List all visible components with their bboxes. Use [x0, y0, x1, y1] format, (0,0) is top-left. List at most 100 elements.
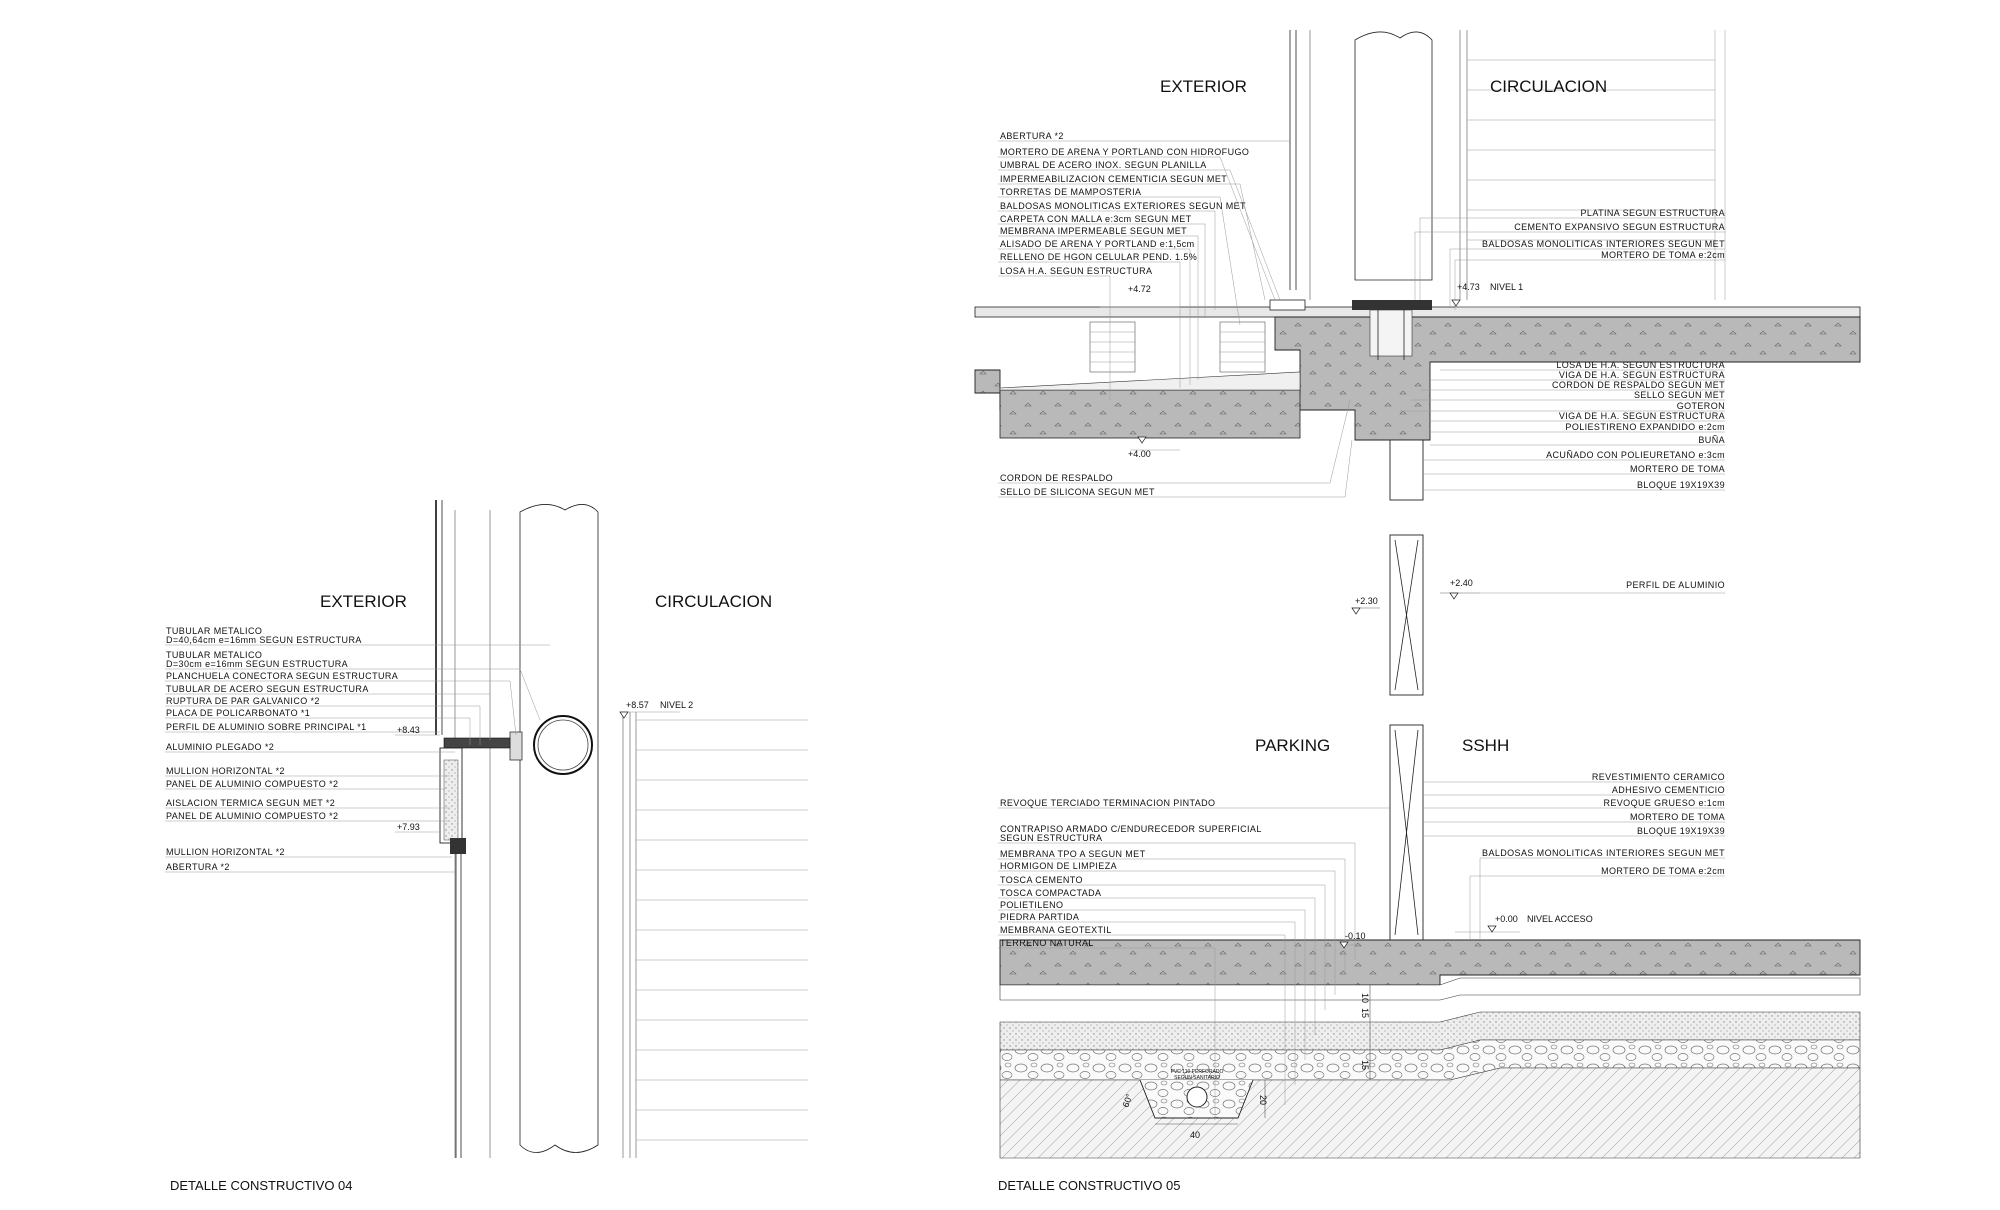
label: PIEDRA PARTIDA [1000, 912, 1079, 922]
steel-tube-column [1354, 31, 1433, 281]
label: MEMBRANA IMPERMEABLE SEGUN MET [1000, 226, 1187, 236]
label: ALISADO DE ARENA Y PORTLAND e:1,5cm [1000, 239, 1195, 249]
level-marker-icon [619, 711, 629, 719]
label: BALDOSAS MONOLITICAS EXTERIORES SEGUN ME… [1000, 201, 1246, 211]
label: BLOQUE 19X19X39 [1637, 826, 1725, 836]
label: TUBULAR METALICO [166, 650, 262, 660]
label: VIGA DE H.A. SEGUN ESTRUCTURA [1559, 411, 1725, 421]
label: MEMBRANA GEOTEXTIL [1000, 925, 1112, 935]
label: BALDOSAS MONOLITICAS INTERIORES SEGUN ME… [1482, 239, 1725, 249]
label: MULLION HORIZONTAL *2 [166, 847, 285, 857]
caption: DETALLE CONSTRUCTIVO 04 [170, 1178, 353, 1193]
label: MORTERO DE TOMA e:2cm [1601, 250, 1725, 260]
label: TORRETAS DE MAMPOSTERIA [1000, 187, 1141, 197]
label: CARPETA CON MALLA e:3cm SEGUN MET [1000, 214, 1192, 224]
label: MEMBRANA TPO A SEGUN MET [1000, 849, 1146, 859]
label: REVESTIMIENTO CERAMICO [1592, 772, 1725, 782]
label: MORTERO DE TOMA e:2cm [1601, 866, 1725, 876]
label: PANEL DE ALUMINIO COMPUESTO *2 [166, 811, 338, 821]
exterior-slab [999, 389, 1301, 439]
level-mark: +0.00 [1495, 914, 1518, 924]
sshh-title: SSHH [1462, 736, 1509, 755]
label: TOSCA CEMENTO [1000, 875, 1083, 885]
block-wall-lower [1389, 724, 1424, 941]
steel-tube-column [519, 504, 599, 1153]
level-name: NIVEL 1 [1490, 282, 1523, 292]
label: SELLO DE SILICONA SEGUN MET [1000, 487, 1155, 497]
connector-plate [509, 731, 523, 761]
level-marker-icon [1451, 299, 1461, 307]
label: PERFIL DE ALUMINIO SOBRE PRINCIPAL *1 [166, 722, 367, 732]
leader-lines [165, 644, 680, 873]
stair-lines [1467, 30, 1726, 300]
exterior-title: EXTERIOR [1160, 77, 1247, 96]
level-name: NIVEL ACCESO [1527, 914, 1593, 924]
level-mark: +8.57 [626, 700, 649, 710]
label: LOSA H.A. SEGUN ESTRUCTURA [1000, 266, 1152, 276]
label: MORTERO DE ARENA Y PORTLAND CON HIDROFUG… [1000, 147, 1249, 157]
dimension: 15 [1360, 1008, 1370, 1018]
exterior-title: EXTERIOR [320, 592, 407, 611]
label: VIGA DE H.A. SEGUN ESTRUCTURA [1559, 370, 1725, 380]
label: HORMIGON DE LIMPIEZA [1000, 861, 1117, 871]
stair-lines [636, 719, 808, 1141]
label: AISLACION TERMICA SEGUN MET *2 [166, 798, 335, 808]
level-marker-icon [1487, 925, 1497, 933]
label: REVOQUE GRUESO e:1cm [1603, 798, 1725, 808]
dimension: 10 [1360, 993, 1370, 1003]
threshold [1269, 299, 1306, 311]
label: BUÑA [1698, 435, 1725, 445]
label: D=30cm e=16mm SEGUN ESTRUCTURA [166, 659, 348, 669]
leader-lines [998, 140, 1725, 1120]
level-mark: -0.10 [1345, 931, 1366, 941]
label: GOTERON [1677, 401, 1725, 411]
level-marker-icon [1449, 592, 1459, 600]
label: RUPTURA DE PAR GALVANICO *2 [166, 696, 320, 706]
label: PERFIL DE ALUMINIO [1626, 580, 1725, 590]
label: TUBULAR METALICO [166, 626, 262, 636]
level-marker-icon [1137, 436, 1147, 444]
dimension: 40 [1190, 1130, 1200, 1140]
label: RELLENO DE HGON CELULAR PEND. 1.5% [1000, 252, 1197, 262]
label: ACUÑADO CON POLIEURETANO e:3cm [1546, 450, 1725, 460]
label: SELLO SEGUN MET [1634, 390, 1725, 400]
label: CORDON DE RESPALDO SEGUN MET [1552, 380, 1725, 390]
parking-title: PARKING [1255, 736, 1330, 755]
detail-05: EXTERIOR CIRCULACION PARKING SSHH ABERTU… [974, 30, 1861, 1193]
label: PLACA DE POLICARBONATO *1 [166, 708, 310, 718]
label: REVOQUE TERCIADO TERMINACION PINTADO [1000, 798, 1215, 808]
label: MORTERO DE TOMA [1630, 812, 1725, 822]
drain-pipe [1186, 1086, 1208, 1108]
level-name: NIVEL 2 [660, 700, 693, 710]
level-marker-icon [1351, 607, 1361, 615]
dimension: 15 [1360, 1060, 1370, 1070]
mullion [450, 838, 466, 854]
circulacion-title: CIRCULACION [1490, 77, 1607, 96]
label: PLANCHUELA CONECTORA SEGUN ESTRUCTURA [166, 671, 398, 681]
label: D=40,64cm e=16mm SEGUN ESTRUCTURA [166, 635, 362, 645]
label: ABERTURA *2 [1000, 131, 1064, 141]
dimension: 20 [1258, 1095, 1268, 1105]
masonry-turrets [1089, 321, 1266, 373]
level-mark: +7.93 [397, 822, 420, 832]
level-marker-icon [1339, 941, 1349, 949]
label: POLIESTIRENO EXPANDIDO e:2cm [1565, 422, 1725, 432]
circulacion-title: CIRCULACION [655, 592, 772, 611]
dimension: 60° [1120, 1092, 1134, 1109]
label: ADHESIVO CEMENTICIO [1612, 785, 1725, 795]
label: PLATINA SEGUN ESTRUCTURA [1581, 208, 1725, 218]
label: ABERTURA *2 [166, 862, 230, 872]
label: ALUMINIO PLEGADO *2 [166, 742, 274, 752]
label: MULLION HORIZONTAL *2 [166, 766, 285, 776]
label: MORTERO DE TOMA [1630, 464, 1725, 474]
pipe-note: PVC 110 PERFORADO [1171, 1069, 1224, 1075]
label: CONTRAPISO ARMADO C/ENDURECEDOR SUPERFIC… [1000, 824, 1262, 834]
label: UMBRAL DE ACERO INOX. SEGUN PLANILLA [1000, 160, 1207, 170]
level-mark: +4.72 [1128, 284, 1151, 294]
level-mark: +8.43 [397, 725, 420, 735]
natural-soil [999, 1067, 1861, 1159]
level-mark: +2.30 [1355, 596, 1378, 606]
level-mark: +2.40 [1450, 578, 1473, 588]
label: BLOQUE 19X19X39 [1637, 480, 1725, 490]
